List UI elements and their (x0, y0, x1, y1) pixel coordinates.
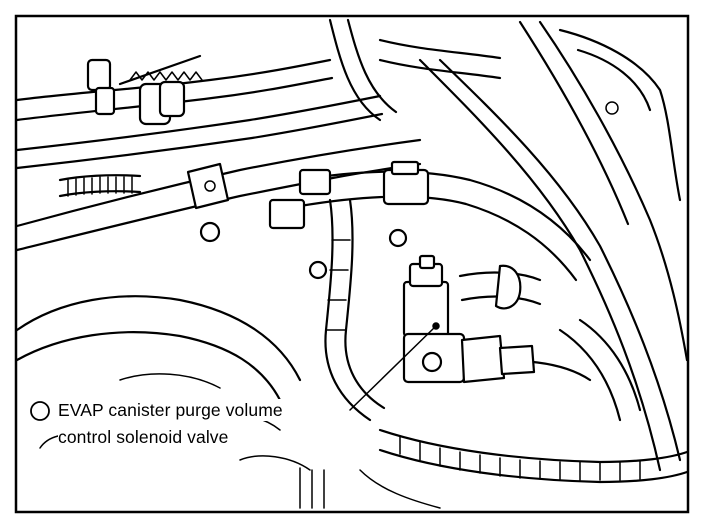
electrical-connector (268, 160, 430, 230)
circle-marker-icon (30, 401, 50, 421)
callout-label-line-1: EVAP canister purge volume (58, 399, 283, 421)
leader-tail (39, 435, 59, 449)
purge-solenoid-valve (402, 254, 536, 384)
frame-border (14, 14, 690, 514)
background-hoses (15, 18, 689, 509)
leader-line (349, 325, 437, 411)
callout-label-line-2: control solenoid valve (58, 426, 229, 448)
